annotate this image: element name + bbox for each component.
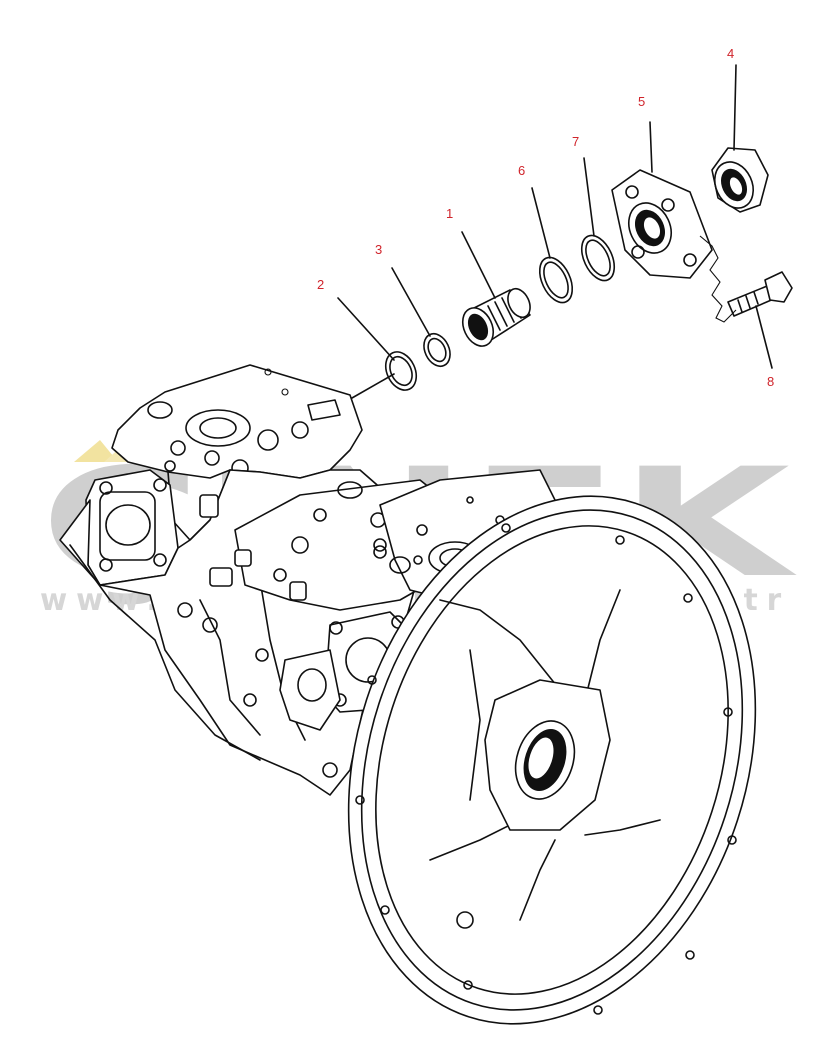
callout-label-2: 2 (317, 277, 324, 292)
assembly-line-zigzag (699, 235, 737, 323)
part-5-flange (611, 169, 713, 279)
callout-label-7: 7 (572, 134, 579, 149)
part-4-nut (711, 147, 769, 213)
part-7-o-ring (580, 234, 616, 282)
callout-labels: 2 3 1 6 7 5 4 8 (317, 46, 774, 389)
part-3-o-ring (423, 332, 451, 368)
callout-label-8: 8 (767, 374, 774, 389)
callout-label-5: 5 (638, 94, 645, 109)
callout-leaders (337, 64, 773, 399)
callout-label-3: 3 (375, 242, 382, 257)
callout-label-1: 1 (446, 206, 453, 221)
part-1-coupling (461, 287, 531, 347)
callout-label-4: 4 (727, 46, 734, 61)
part-2-o-ring (384, 351, 418, 391)
watermark-accent-shape (74, 440, 118, 462)
flywheel-housing (347, 495, 757, 1025)
callout-label-6: 6 (518, 163, 525, 178)
flywheel-bolt-holes (355, 523, 737, 1015)
part-8-bolt (727, 271, 793, 317)
part-6-o-ring (538, 256, 574, 304)
